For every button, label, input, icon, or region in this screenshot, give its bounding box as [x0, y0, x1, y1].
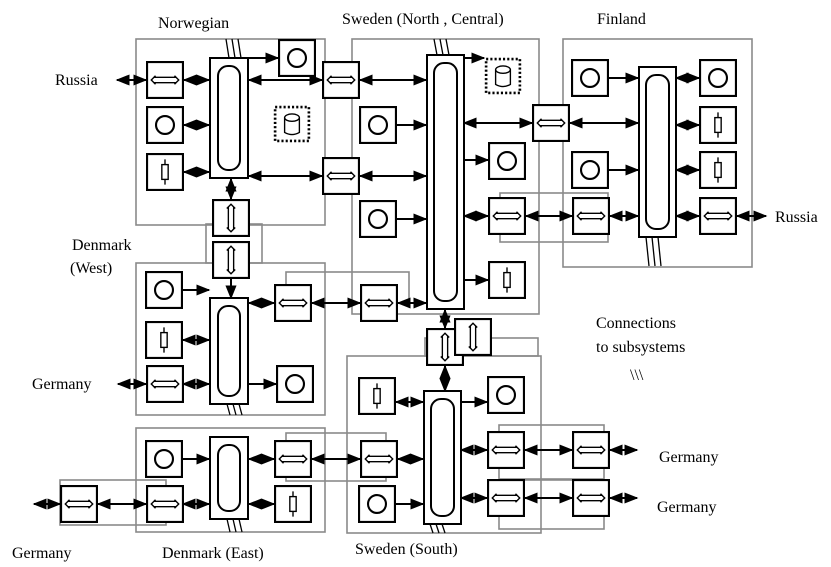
converter-horizontal-icon: [146, 365, 184, 403]
storage-icon: [273, 105, 311, 143]
generator-icon: [146, 106, 184, 144]
generator-icon: [359, 200, 397, 238]
load-icon: [699, 106, 737, 144]
busbar-icon: [209, 297, 249, 416]
converter-horizontal-icon: [487, 479, 525, 517]
busbar-icon: [209, 436, 249, 533]
converter-horizontal-icon: [60, 485, 98, 523]
external-label-russia-right: Russia: [775, 209, 818, 226]
converter-vertical-icon: [212, 241, 250, 279]
load-icon: [488, 261, 526, 299]
busbar-icon: [426, 38, 465, 310]
load-icon: [146, 153, 184, 191]
converter-horizontal-icon: [322, 157, 360, 195]
generator-icon: [488, 142, 526, 180]
converter-horizontal-icon: [360, 440, 398, 478]
generator-icon: [571, 151, 609, 189]
region-label-denmark-east: Denmark (East): [162, 545, 264, 562]
external-label-russia-left: Russia: [55, 72, 98, 89]
external-label-germany-se-2: Germany: [657, 499, 717, 516]
busbars: [209, 38, 677, 534]
converter-horizontal-icon: [572, 431, 610, 469]
region-finland: [562, 38, 753, 268]
region-label-sweden-north-central: Sweden (North , Central): [342, 11, 504, 28]
load-icon: [358, 377, 396, 415]
generator-icon: [699, 59, 737, 97]
region-label-denmark-west-line2: (West): [70, 260, 112, 277]
load-icon: [699, 151, 737, 189]
converter-horizontal-icon: [274, 440, 312, 478]
storage-icon: [484, 57, 522, 95]
external-label-germany-se-1: Germany: [659, 449, 719, 466]
subsystem-connection-glyph: \\\: [630, 367, 644, 384]
busbar-icon: [423, 390, 462, 534]
converter-horizontal-icon: [146, 61, 184, 99]
generator-icon: [145, 271, 183, 309]
converter-vertical-icon: [212, 199, 250, 237]
converter-horizontal-icon: [146, 485, 184, 523]
region-label-denmark-west-line1: Denmark: [72, 237, 132, 254]
converter-horizontal-icon: [360, 284, 398, 322]
converter-horizontal-icon: [487, 431, 525, 469]
note-to-subsystems: to subsystems: [596, 339, 685, 356]
interconnector-frames: [59, 192, 609, 530]
generator-icon: [359, 106, 397, 144]
load-icon: [274, 485, 312, 523]
converter-horizontal-icon: [532, 104, 570, 142]
external-label-germany-dk-west: Germany: [32, 376, 92, 393]
external-label-germany-dk-east: Germany: [12, 545, 72, 562]
region-label-sweden-south: Sweden (South): [355, 541, 458, 558]
converter-horizontal-icon: [572, 479, 610, 517]
converter-horizontal-icon: [699, 197, 737, 235]
generator-icon: [571, 59, 609, 97]
labels: Norwegian Sweden (North , Central) Finla…: [12, 11, 818, 562]
note-connections: Connections: [596, 315, 676, 332]
converter-horizontal-icon: [274, 284, 312, 322]
busbar-icon: [209, 38, 249, 179]
converter-horizontal-icon: [488, 197, 526, 235]
generator-icon: [278, 39, 316, 77]
generator-icon: [358, 485, 396, 523]
load-icon: [145, 321, 183, 359]
generator-icon: [145, 440, 183, 478]
region-label-finland: Finland: [597, 11, 646, 28]
generator-icon: [276, 365, 314, 403]
converter-horizontal-icon: [322, 61, 360, 99]
converter-horizontal-icon: [572, 197, 610, 235]
generator-icon: [487, 376, 525, 414]
region-label-norwegian: Norwegian: [158, 15, 229, 32]
connection-lines: [32, 52, 768, 510]
busbar-icon: [638, 66, 677, 267]
converter-vertical-icon: [454, 318, 492, 356]
